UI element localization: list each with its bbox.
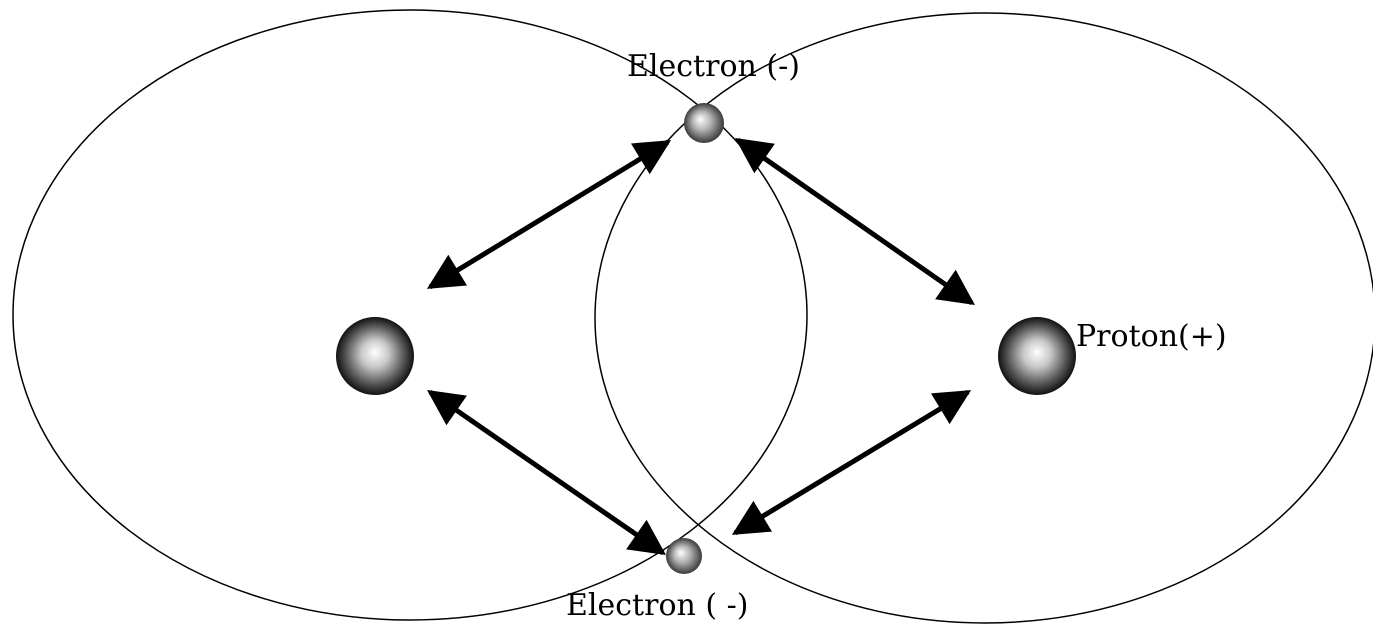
arrow-left-proton-top-electron (426, 139, 672, 290)
left-orbit (12, 9, 808, 621)
top-electron (684, 103, 724, 143)
left-proton (336, 317, 414, 395)
arrow-right-proton-top-electron (735, 137, 975, 306)
electron-bottom-label: Electron ( -) (566, 588, 748, 623)
arrow-left-proton-bottom-electron (427, 389, 666, 556)
proton-right-label: Proton(+) (1076, 319, 1227, 354)
right-orbit (594, 12, 1373, 624)
electron-top-label: Electron (-) (627, 49, 800, 84)
right-proton (998, 317, 1076, 395)
arrow-right-proton-bottom-electron (731, 389, 972, 536)
bottom-electron (666, 538, 702, 574)
